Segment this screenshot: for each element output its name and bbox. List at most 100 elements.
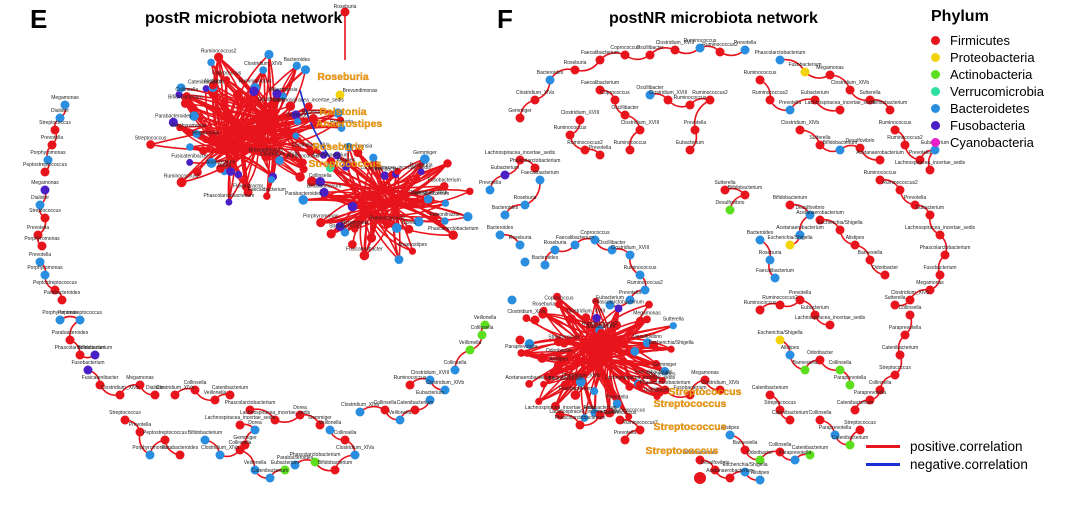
node-label: Bifidobacterium — [728, 185, 762, 191]
node-label: Ruminococcus — [287, 153, 320, 159]
network-node — [905, 295, 915, 305]
network-node — [635, 380, 645, 390]
highlighted-node-label: Streptococcus — [646, 445, 719, 457]
node-label: Gemmiger — [653, 362, 677, 368]
network-node — [530, 163, 540, 173]
node-label: Brevundimonas — [249, 148, 284, 154]
node-label: Alistipes — [781, 345, 800, 351]
node-label: Roseburia — [564, 60, 587, 66]
correlation-edge — [224, 117, 314, 151]
network-node — [565, 130, 575, 140]
node-label: Roseburia — [759, 250, 782, 256]
node-label: Ruminococcus2 — [882, 180, 918, 186]
network-node — [485, 185, 495, 195]
network-node — [590, 387, 599, 396]
network-node — [60, 100, 70, 110]
network-node — [185, 128, 193, 136]
network-node — [176, 177, 187, 188]
legend-swatch — [931, 138, 940, 147]
node-label: Lachnospiracea_incertae_sedis — [795, 315, 866, 321]
network-node — [37, 241, 47, 251]
node-label: Acetanaerobacterium — [856, 150, 904, 156]
node-label: Sutterella — [859, 90, 880, 96]
network-node — [340, 228, 350, 237]
node-label: Ruminococcus — [614, 140, 647, 146]
network-node — [90, 350, 100, 360]
node-label: Fusobacterium — [428, 177, 461, 183]
network-node — [775, 335, 785, 345]
network-node — [815, 140, 825, 150]
node-label: Barnesiella — [793, 360, 818, 366]
node-label: Paraprevotella — [889, 325, 921, 331]
network-node — [620, 50, 630, 60]
node-label: Desulfovibrio — [846, 138, 875, 144]
network-node — [40, 185, 50, 195]
network-node — [316, 218, 326, 228]
correlation-edge — [584, 303, 650, 346]
node-label: Lachnospiracea_incertae_sedis — [549, 409, 620, 415]
correlation-edge — [324, 195, 396, 206]
network-node — [292, 132, 300, 140]
network-node — [785, 240, 795, 250]
node-label: Veillonella — [389, 410, 412, 416]
network-node — [615, 415, 625, 425]
legend-label: Verrucomicrobia — [950, 84, 1044, 99]
node-label: Collinsella — [899, 305, 922, 311]
node-label: Parabacteroides — [52, 330, 89, 336]
node-label: Coprococcus — [544, 295, 574, 301]
node-label: Collinsella — [309, 173, 332, 179]
highlighted-node-label: Streptococcus — [654, 421, 727, 433]
node-label: Paraprevotella — [854, 390, 886, 396]
legend-label: Firmicutes — [950, 33, 1010, 48]
correlation-edge — [189, 144, 259, 164]
network-node — [855, 425, 865, 435]
network-node — [366, 233, 377, 243]
network-node — [614, 304, 623, 313]
node-label: Anaerostipes — [398, 242, 428, 248]
node-label: Megamonas — [51, 95, 79, 101]
node-label: Clostridium_XlVb — [562, 373, 601, 379]
node-label: Bifidobacterium — [873, 100, 907, 106]
node-label: Roseburia — [509, 235, 532, 241]
network-node — [755, 305, 765, 315]
node-label: Gemmiger — [286, 113, 310, 119]
network-node — [234, 170, 243, 179]
node-label: Paraprevotella — [834, 375, 866, 381]
network-node — [253, 140, 263, 150]
network-node — [480, 320, 490, 330]
node-label: Faecalibacterium — [556, 235, 594, 241]
node-label: Porphyromonas — [30, 150, 66, 156]
network-node — [306, 147, 316, 156]
network-node — [267, 115, 277, 125]
node-label: Dorea — [402, 220, 416, 226]
node-label: Collinsella — [444, 360, 467, 366]
network-node — [115, 390, 125, 400]
panel-letter-e: E — [30, 4, 48, 34]
network-node — [625, 250, 635, 260]
network-node — [182, 92, 191, 101]
network-node — [292, 61, 302, 71]
network-node — [835, 225, 845, 235]
node-label: Gemmiger — [413, 150, 437, 156]
network-node — [300, 65, 311, 75]
highlighted-node-label: Ralstonia — [319, 106, 366, 118]
node-label: Clostridium_XVIII — [411, 370, 450, 376]
network-node — [160, 435, 170, 445]
network-node — [275, 155, 284, 165]
network-node — [295, 410, 305, 420]
node-label: Faecalibacterium — [581, 50, 619, 56]
network-node — [394, 255, 404, 265]
network-node — [33, 230, 43, 240]
network-node — [850, 240, 860, 250]
network-node — [206, 158, 217, 168]
node-label: Alistipes — [721, 425, 740, 431]
network-node — [800, 365, 810, 375]
node-label: Flavonifractor — [430, 212, 461, 218]
network-node — [660, 385, 670, 395]
network-node — [208, 80, 218, 90]
node-label: Roseburia — [410, 163, 433, 169]
network-node — [225, 198, 233, 206]
network-node — [625, 145, 635, 155]
network-node — [575, 420, 585, 430]
